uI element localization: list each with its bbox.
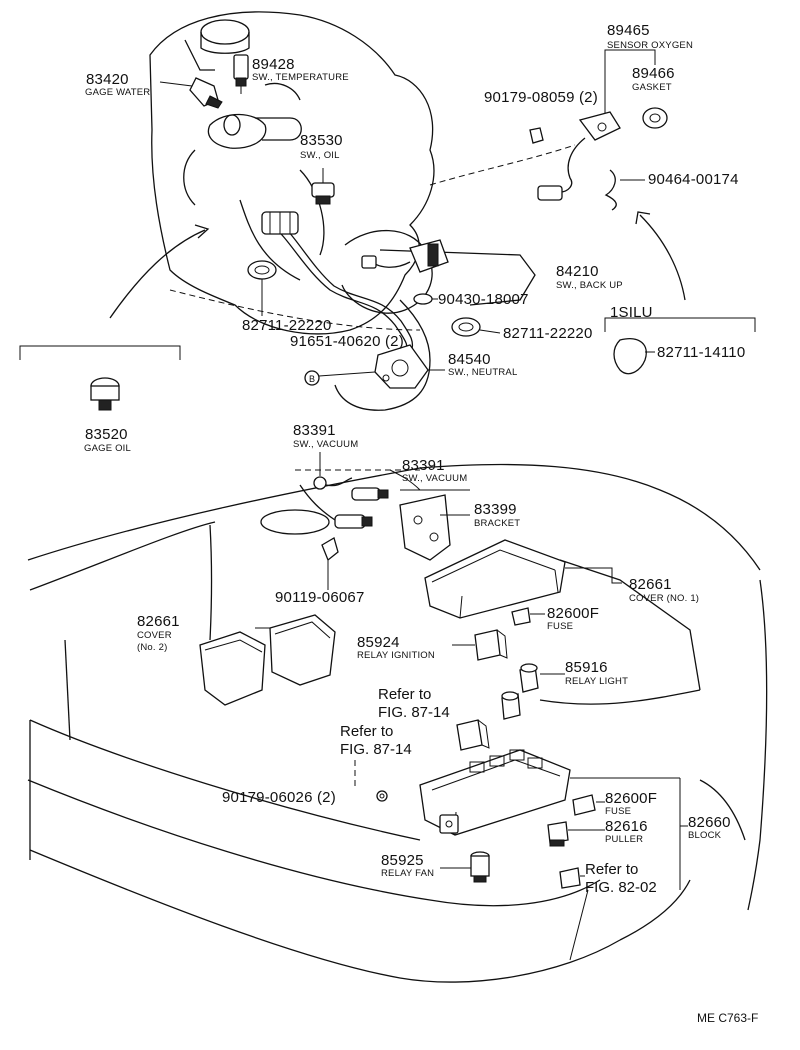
label-82661-no1-caption: COVER (NO. 1) (629, 593, 700, 604)
label-89428-caption: SW., TEMPERATURE (252, 72, 349, 83)
label-83399-number: 83399 (474, 501, 517, 518)
refer-to-line-3: Refer to (585, 861, 639, 878)
label-82600f-lower-caption: FUSE (605, 806, 632, 817)
label-89466-number: 89466 (632, 65, 675, 82)
relay-light (519, 663, 565, 693)
refer-to-fig-87-14-b: FIG. 87-14 (340, 741, 412, 758)
relay-ignition (452, 629, 508, 661)
label-83391-lower-number: 83391 (402, 457, 445, 474)
label-84540-number: 84540 (448, 351, 491, 368)
label-82711-22220-left: 82711-22220 (242, 317, 332, 334)
label-82600f-upper-caption: FUSE (547, 621, 574, 632)
label-83520-caption: GAGE OIL (84, 443, 132, 454)
label-90119-06067: 90119-06067 (275, 589, 365, 606)
engine-outline (149, 11, 536, 411)
label-82661-no2-number: 82661 (137, 613, 180, 630)
label-82600f-upper-number: 82600F (547, 605, 600, 622)
label-90179-08059: 90179-08059 (2) (484, 89, 598, 106)
label-85924-caption: RELAY IGNITION (357, 650, 435, 661)
diagram-code: ME C763-F (697, 1011, 759, 1025)
relay-fan (440, 851, 490, 883)
pointer-arrows (109, 211, 686, 319)
label-1silu: 1SILU (610, 304, 653, 321)
label-85916-caption: RELAY LIGHT (565, 676, 629, 687)
label-82661-no2-sub: (No. 2) (137, 642, 168, 653)
label-82616-number: 82616 (605, 818, 648, 835)
label-91651-40620: 91651-40620 (2) (290, 333, 404, 350)
label-82600f-lower-number: 82600F (605, 790, 658, 807)
relay-small (501, 691, 521, 720)
label-82660-number: 82660 (688, 814, 731, 831)
oil-switch (311, 168, 335, 205)
water-gage-sender (159, 77, 223, 109)
label-90179-06026: 90179-06026 (2) (222, 789, 336, 806)
label-90464-00174: 90464-00174 (648, 171, 739, 188)
oil-gage-sender (19, 345, 181, 411)
neutral-switch: B (304, 344, 445, 389)
fuse-lower (572, 794, 605, 816)
temperature-switch (233, 54, 249, 94)
label-83530-caption: SW., OIL (300, 150, 340, 161)
label-89465-caption: SENSOR OXYGEN (607, 40, 694, 51)
fuse-upper (511, 607, 545, 626)
refer-to-fig-82-02: FIG. 82-02 (585, 879, 657, 896)
label-83391-upper-number: 83391 (293, 422, 336, 439)
svg-text:B: B (309, 374, 315, 384)
label-82711-14110: 82711-14110 (657, 344, 746, 361)
refer-to-line-1: Refer to (378, 686, 432, 703)
label-89465-number: 89465 (607, 22, 650, 39)
cover-no-2 (199, 614, 336, 706)
sensor-clip (604, 169, 645, 211)
label-82616-caption: PULLER (605, 834, 644, 845)
fuse-puller (547, 821, 605, 847)
harness-clamp (451, 317, 501, 337)
label-82661-no2-caption: COVER (137, 630, 172, 641)
refer-to-fig-87-14-a: FIG. 87-14 (378, 704, 450, 721)
label-89428-number: 89428 (252, 56, 295, 73)
label-82660-caption: BLOCK (688, 830, 722, 841)
back-up-switch (361, 239, 449, 305)
label-84210-number: 84210 (556, 263, 599, 280)
cover-no-1 (424, 539, 622, 619)
label-85916-number: 85916 (565, 659, 608, 676)
label-83420-number: 83420 (86, 71, 129, 88)
label-85924-number: 85924 (357, 634, 400, 651)
oxygen-sensor (429, 49, 668, 201)
label-89466-caption: GASKET (632, 82, 672, 93)
fuse-spare (559, 867, 589, 961)
label-83530-number: 83530 (300, 132, 343, 149)
label-84210-caption: SW., BACK UP (556, 280, 623, 291)
mounting-nut (376, 790, 388, 802)
label-82661-no1-number: 82661 (629, 576, 672, 593)
label-83391-upper-caption: SW., VACUUM (293, 439, 359, 450)
label-83420-caption: GAGE WATER (85, 87, 151, 98)
label-83399-caption: BRACKET (474, 518, 521, 529)
label-83520-number: 83520 (85, 426, 128, 443)
relay-medium (456, 719, 490, 751)
label-85925-caption: RELAY FAN (381, 868, 435, 879)
silu-clamp (604, 317, 756, 375)
refer-to-line-2: Refer to (340, 723, 394, 740)
label-85925-number: 85925 (381, 852, 424, 869)
vacuum-switches (299, 452, 470, 585)
wiring-harness (247, 211, 414, 356)
fuse-block (419, 749, 688, 890)
label-84540-caption: SW., NEUTRAL (448, 367, 518, 378)
label-90430-18007: 90430-18007 (438, 291, 529, 308)
label-82711-22220-right: 82711-22220 (503, 325, 593, 342)
vehicle-body (27, 463, 768, 983)
label-83391-lower-caption: SW., VACUUM (402, 473, 468, 484)
